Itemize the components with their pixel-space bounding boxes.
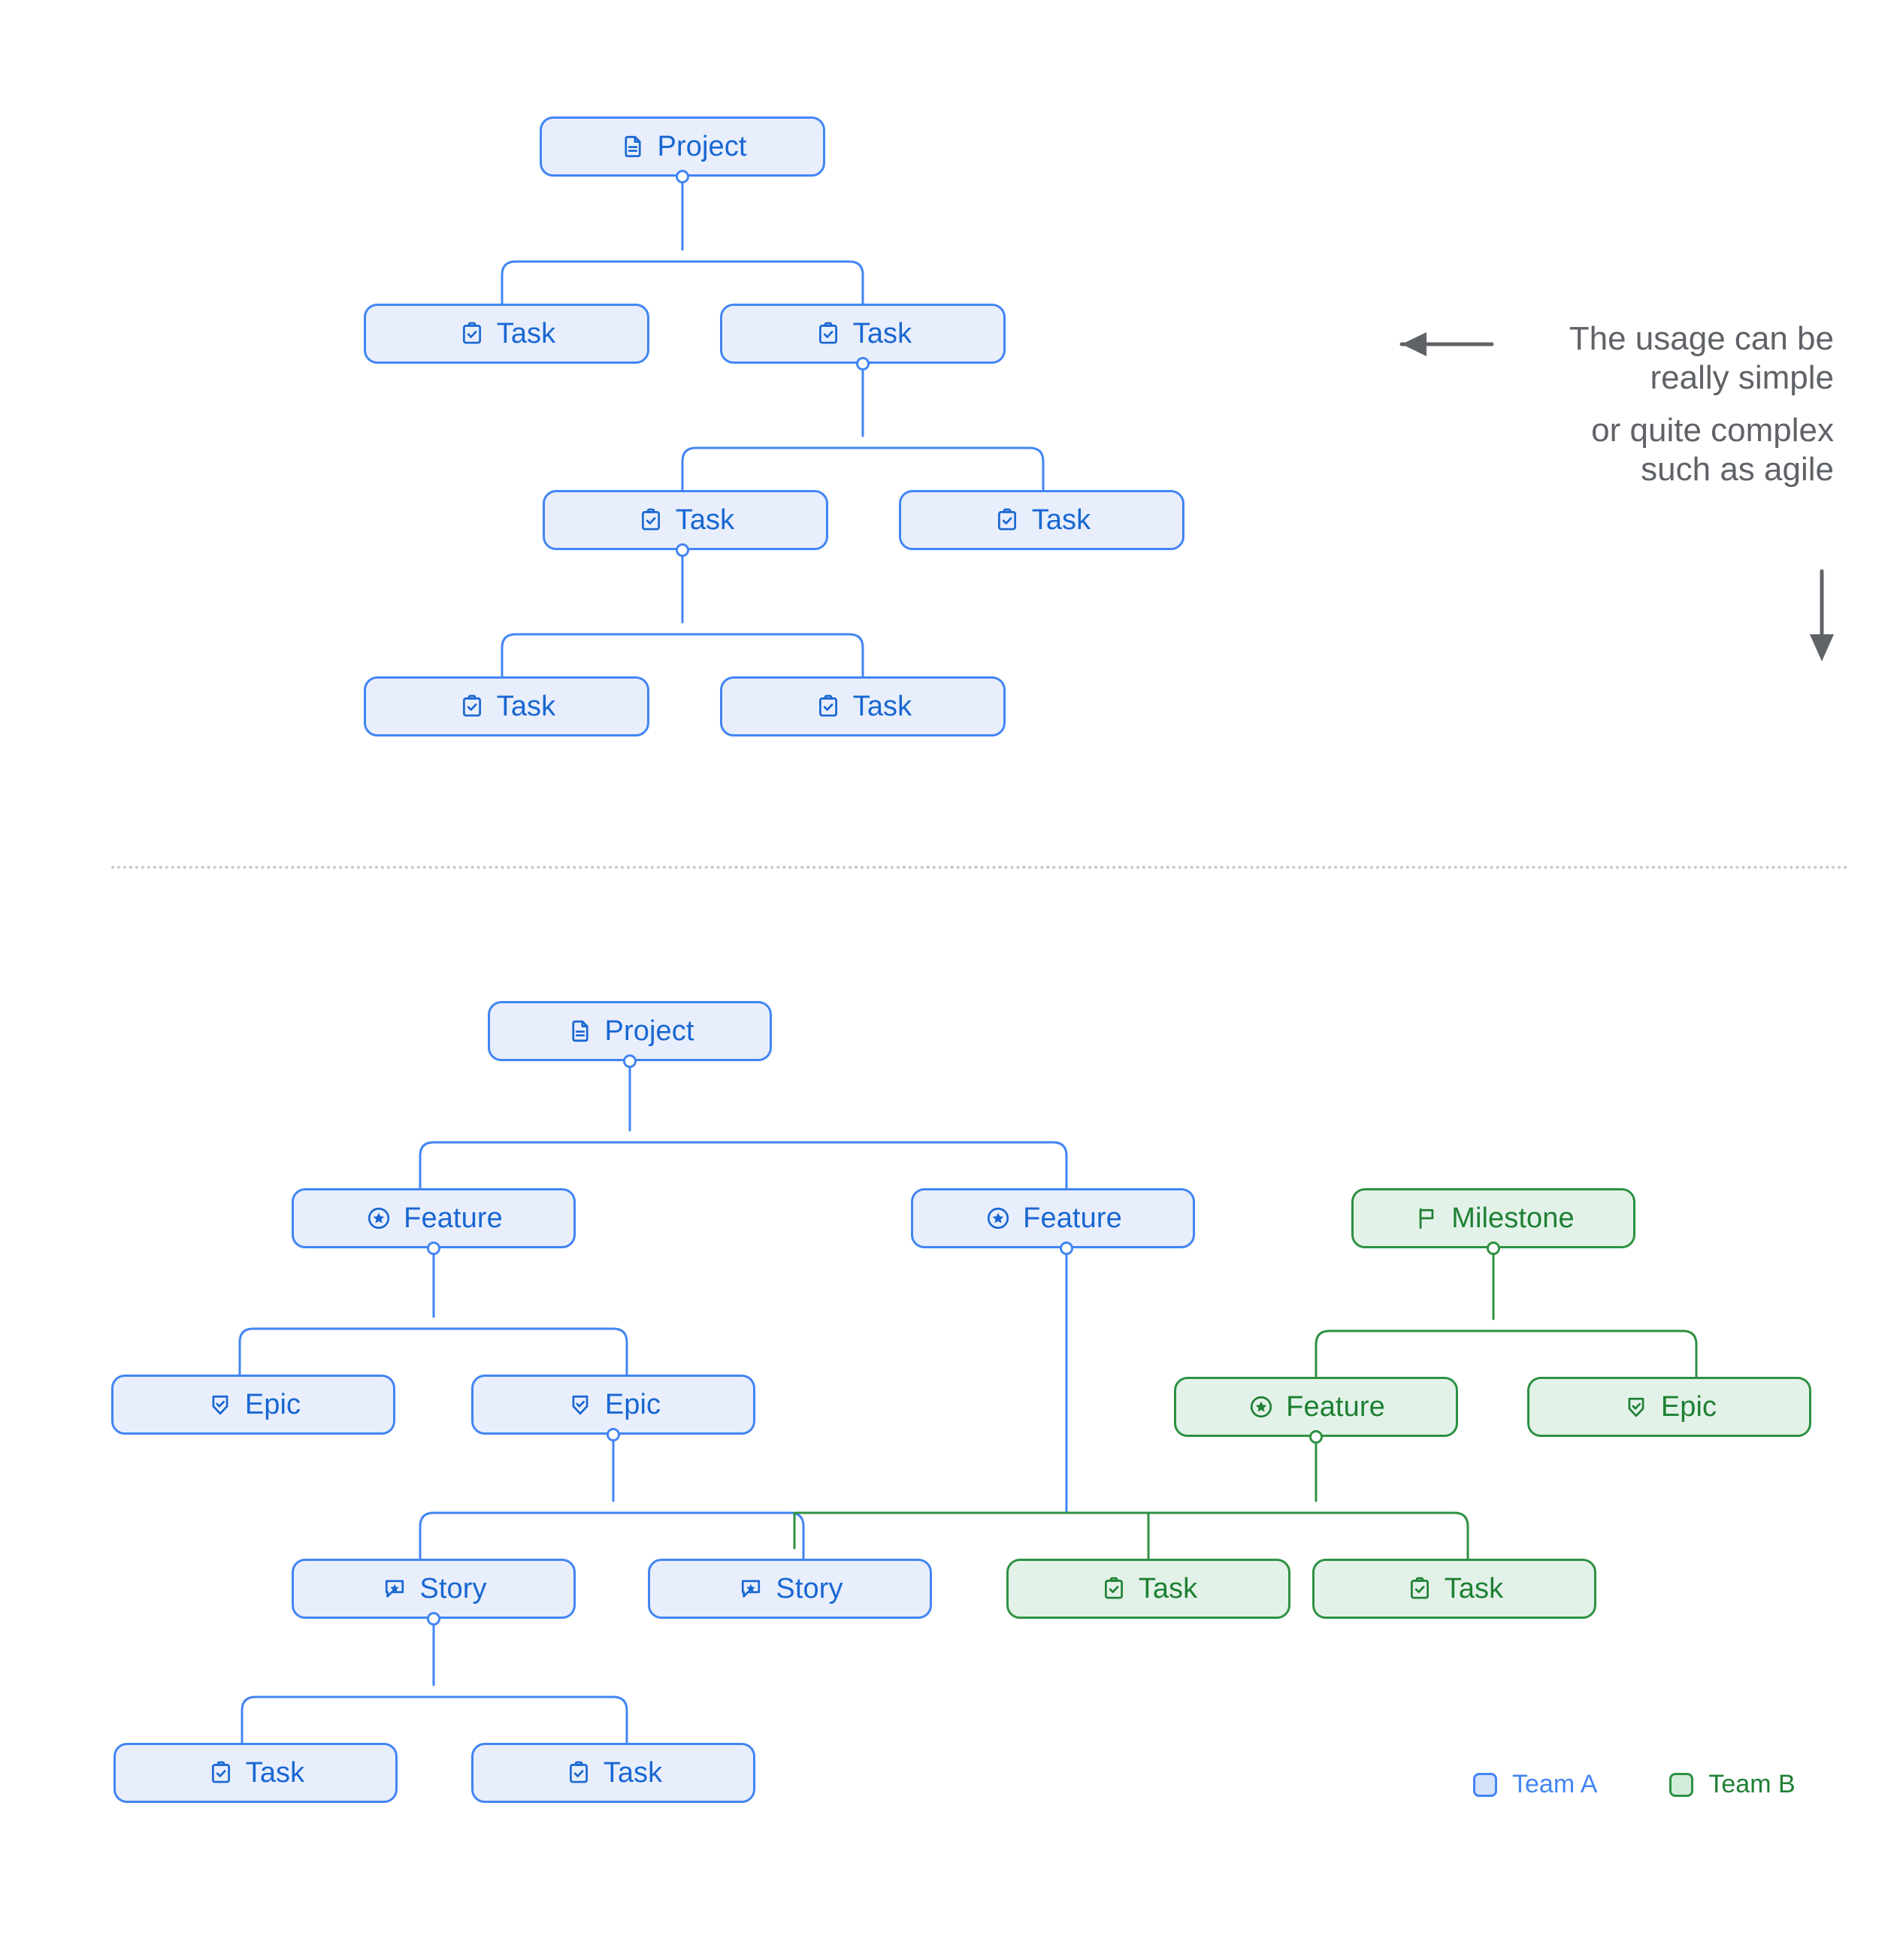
node-task-2[interactable]: Task (720, 304, 1006, 364)
callout-line-1: The usage can be (1569, 320, 1834, 357)
document-icon (566, 1017, 594, 1045)
story-icon (737, 1574, 765, 1603)
edge-milestone-children (1315, 1253, 1698, 1378)
node-c-story-1[interactable]: Story (292, 1559, 576, 1619)
node-task-3[interactable]: Task (543, 490, 828, 550)
node-label: Feature (1023, 1202, 1122, 1234)
node-c-feature-1[interactable]: Feature (292, 1188, 576, 1248)
task-icon (1100, 1574, 1128, 1603)
epic-icon (206, 1390, 234, 1419)
epic-icon (566, 1390, 594, 1419)
task-icon (814, 692, 843, 721)
node-label: Task (496, 318, 556, 349)
node-label: Epic (1660, 1391, 1717, 1423)
node-anchor-c-feature-1 (427, 1242, 440, 1255)
node-c-task-blue-2[interactable]: Task (471, 1743, 755, 1803)
callout-line-2: really simple (1650, 358, 1834, 396)
task-icon (814, 319, 843, 348)
callout-spacer (1428, 398, 1834, 411)
node-label: Task (675, 504, 735, 536)
node-label: Task (1444, 1573, 1504, 1605)
node-anchor-task-3 (676, 543, 689, 557)
node-task-5[interactable]: Task (364, 676, 649, 737)
arrow-down-icon (1810, 569, 1834, 661)
callout-text: The usage can be really simple or quite … (1428, 319, 1834, 489)
task-icon (458, 692, 486, 721)
feature-icon (365, 1204, 393, 1233)
document-icon (619, 132, 647, 161)
node-label: Task (1031, 504, 1091, 536)
node-c-feature-2[interactable]: Feature (911, 1188, 1195, 1248)
task-icon (993, 506, 1021, 534)
node-label: Task (852, 318, 912, 349)
node-c-task-green-2[interactable]: Task (1312, 1559, 1596, 1619)
edge-task3-children (501, 555, 864, 678)
edge-feature1-epics (238, 1253, 628, 1376)
team-a-swatch-icon (1473, 1772, 1497, 1797)
feature-icon (984, 1204, 1012, 1233)
node-label: Task (852, 691, 912, 722)
story-icon (380, 1574, 409, 1603)
node-label: Milestone (1451, 1202, 1575, 1234)
task-icon (637, 506, 665, 534)
node-c-task-green-1[interactable]: Task (1006, 1559, 1290, 1619)
task-icon (207, 1759, 235, 1787)
node-label: Project (604, 1015, 694, 1047)
task-icon (1405, 1574, 1434, 1603)
node-label: Project (657, 131, 747, 162)
node-anchor-c-project (623, 1054, 637, 1068)
edge-story1-tasks (241, 1623, 628, 1744)
node-anchor-c-milestone (1487, 1242, 1500, 1255)
node-label: Epic (604, 1389, 661, 1420)
node-label: Feature (404, 1202, 503, 1234)
node-anchor-project (676, 170, 689, 183)
callout-line-4: such as agile (1641, 450, 1834, 488)
node-anchor-c-feature-2 (1060, 1242, 1073, 1255)
node-c-project[interactable]: Project (488, 1001, 772, 1061)
edge-feature3-tasks (793, 1441, 1469, 1560)
edge-epic2-stories (419, 1439, 805, 1560)
node-label: Task (1138, 1573, 1198, 1605)
node-label: Epic (244, 1389, 301, 1420)
node-label: Task (603, 1757, 663, 1789)
node-label: Feature (1286, 1391, 1385, 1423)
node-c-milestone[interactable]: Milestone (1351, 1188, 1635, 1248)
edge-project-tasks (501, 181, 864, 305)
callout-line-3: or quite complex (1591, 411, 1834, 449)
node-c-epic-2[interactable]: Epic (471, 1375, 755, 1435)
node-project[interactable]: Project (540, 116, 825, 177)
node-anchor-task-2 (856, 357, 870, 371)
legend-label: Team A (1512, 1770, 1598, 1798)
feature-icon (1247, 1393, 1275, 1421)
node-label: Story (776, 1573, 843, 1605)
legend-item-team-a: Team A (1473, 1770, 1597, 1799)
node-anchor-c-feature-3 (1309, 1430, 1323, 1444)
node-task-6[interactable]: Task (720, 676, 1006, 737)
milestone-icon (1412, 1204, 1441, 1233)
node-anchor-c-epic-2 (607, 1428, 620, 1441)
legend-item-team-b: Team B (1669, 1770, 1796, 1799)
task-icon (564, 1759, 593, 1787)
edge-task2-children (681, 368, 1045, 492)
task-icon (458, 319, 486, 348)
node-c-epic-3[interactable]: Epic (1527, 1377, 1811, 1437)
team-b-swatch-icon (1669, 1772, 1694, 1797)
node-anchor-c-story-1 (427, 1612, 440, 1626)
node-label: Task (245, 1757, 305, 1789)
node-task-1[interactable]: Task (364, 304, 649, 364)
legend: Team A Team B (1473, 1770, 1796, 1799)
legend-label: Team B (1708, 1770, 1796, 1798)
node-label: Story (419, 1573, 487, 1605)
section-divider (111, 866, 1849, 869)
node-task-4[interactable]: Task (899, 490, 1184, 550)
node-c-epic-1[interactable]: Epic (111, 1375, 395, 1435)
node-label: Task (496, 691, 556, 722)
edge-cproject-features (419, 1066, 1068, 1190)
node-c-feature-3[interactable]: Feature (1174, 1377, 1458, 1437)
epic-icon (1622, 1393, 1650, 1421)
node-c-task-blue-1[interactable]: Task (113, 1743, 398, 1803)
node-c-story-2[interactable]: Story (648, 1559, 932, 1619)
